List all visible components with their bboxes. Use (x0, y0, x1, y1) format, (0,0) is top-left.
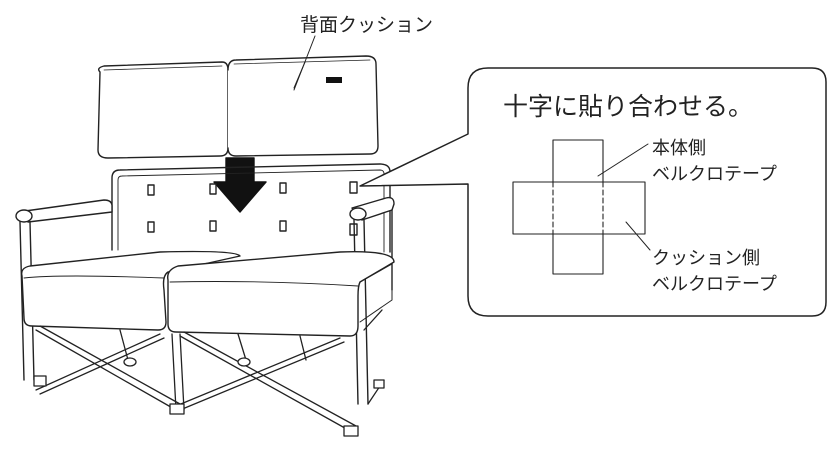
cushion-velcro-label-line1: クッション側 (652, 248, 760, 269)
body-velcro-label-line1: 本体側 (652, 138, 706, 159)
back-cushion-label: 背面クッション (300, 14, 434, 36)
callout-title: 十字に貼り合わせる。 (503, 92, 754, 121)
chair-backrest (111, 163, 391, 253)
back-cushion (97, 55, 379, 159)
velcro-cross-diagram (512, 139, 651, 275)
back-cushion-leader (293, 35, 316, 91)
body-velcro-label-line2: ベルクロテープ (652, 164, 777, 185)
chair-legs (33, 309, 385, 437)
cushion-velcro-label-line2: ベルクロテープ (652, 274, 777, 295)
logo-tag (326, 77, 342, 83)
seat-cushions (20, 250, 395, 337)
down-arrow-icon (213, 157, 267, 213)
